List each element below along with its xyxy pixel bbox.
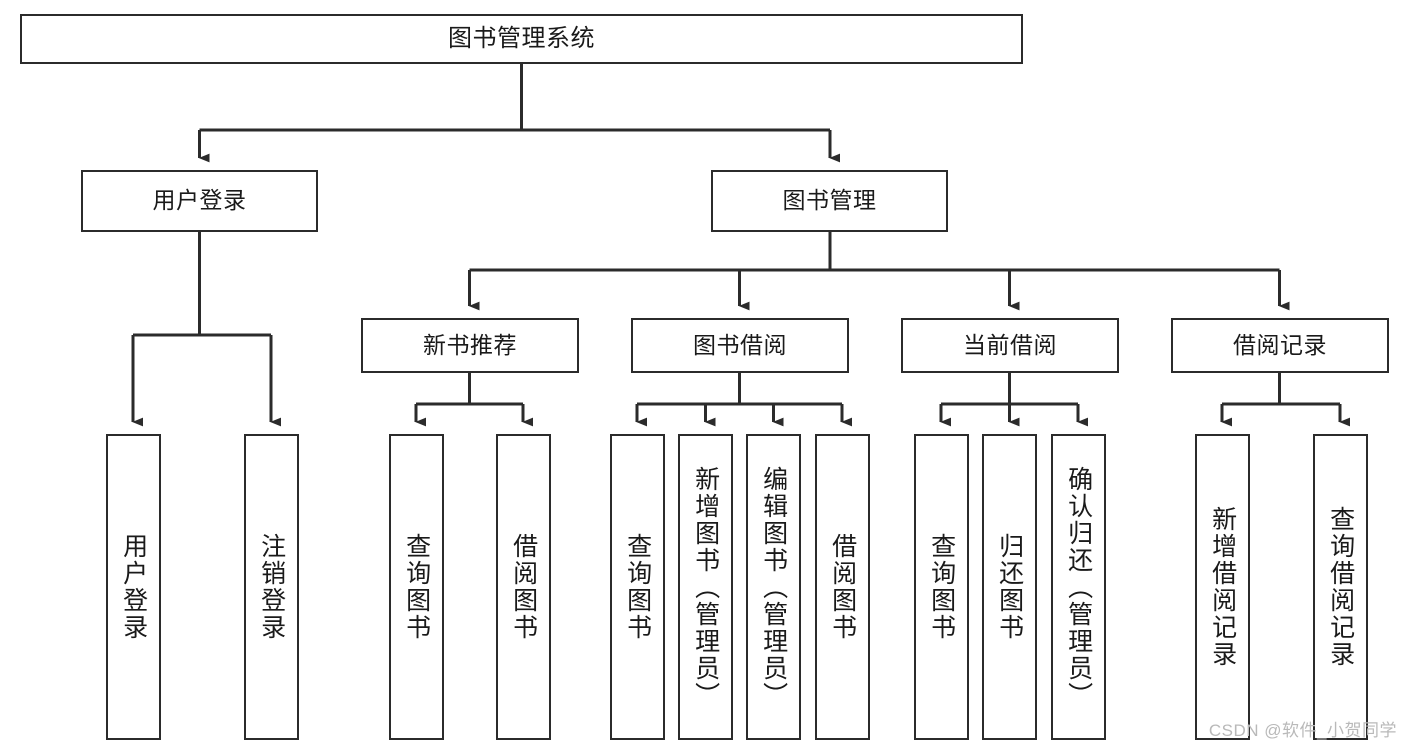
node-current-borrow-label: 当前借阅	[963, 331, 1057, 358]
node-book-manage[interactable]: 图书管理	[711, 170, 948, 232]
node-user-login[interactable]: 用户登录	[81, 170, 318, 232]
node-leaf-borrow-book-2-label: 借阅图书	[828, 533, 857, 641]
node-leaf-return-book[interactable]: 归还图书	[982, 434, 1037, 740]
node-leaf-edit-book-admin-label: 编辑图书（管理员）	[759, 465, 788, 709]
csdn-watermark: CSDN @软件_小贺同学	[1208, 721, 1397, 740]
node-leaf-query-borrow-record-label: 查询借阅记录	[1326, 506, 1355, 668]
node-new-book-rec-label: 新书推荐	[423, 331, 517, 358]
node-leaf-query-book-2[interactable]: 查询图书	[610, 434, 665, 740]
node-leaf-query-book-3[interactable]: 查询图书	[914, 434, 969, 740]
node-leaf-confirm-return-admin-label: 确认归还（管理员）	[1064, 465, 1093, 709]
node-leaf-borrow-book-1[interactable]: 借阅图书	[496, 434, 551, 740]
node-leaf-query-book-1[interactable]: 查询图书	[389, 434, 444, 740]
node-root-label: 图书管理系统	[448, 24, 595, 52]
node-new-book-rec[interactable]: 新书推荐	[361, 318, 579, 373]
node-book-borrow-label: 图书借阅	[693, 331, 787, 358]
node-leaf-confirm-return-admin[interactable]: 确认归还（管理员）	[1051, 434, 1106, 740]
node-leaf-add-book-admin-label: 新增图书（管理员）	[691, 465, 720, 709]
node-leaf-add-book-admin[interactable]: 新增图书（管理员）	[678, 434, 733, 740]
node-user-login-label: 用户登录	[152, 187, 247, 214]
node-leaf-borrow-book-2[interactable]: 借阅图书	[815, 434, 870, 740]
node-leaf-query-book-2-label: 查询图书	[623, 533, 652, 641]
node-leaf-add-borrow-record-label: 新增借阅记录	[1208, 506, 1237, 668]
node-book-manage-label: 图书管理	[782, 187, 877, 214]
node-leaf-query-book-3-label: 查询图书	[927, 533, 956, 641]
node-leaf-user-login-label: 用户登录	[119, 533, 148, 641]
node-leaf-user-login[interactable]: 用户登录	[106, 434, 161, 740]
node-leaf-logout-login[interactable]: 注销登录	[244, 434, 299, 740]
node-leaf-return-book-label: 归还图书	[995, 533, 1024, 641]
node-leaf-borrow-book-1-label: 借阅图书	[509, 533, 538, 641]
node-leaf-query-borrow-record[interactable]: 查询借阅记录	[1313, 434, 1368, 740]
node-book-borrow[interactable]: 图书借阅	[631, 318, 849, 373]
node-leaf-add-borrow-record[interactable]: 新增借阅记录	[1195, 434, 1250, 740]
node-leaf-logout-login-label: 注销登录	[257, 533, 286, 641]
node-current-borrow[interactable]: 当前借阅	[901, 318, 1119, 373]
node-borrow-record[interactable]: 借阅记录	[1171, 318, 1389, 373]
node-root[interactable]: 图书管理系统	[20, 14, 1023, 64]
node-borrow-record-label: 借阅记录	[1233, 331, 1327, 358]
node-leaf-query-book-1-label: 查询图书	[402, 533, 431, 641]
node-leaf-edit-book-admin[interactable]: 编辑图书（管理员）	[746, 434, 801, 740]
